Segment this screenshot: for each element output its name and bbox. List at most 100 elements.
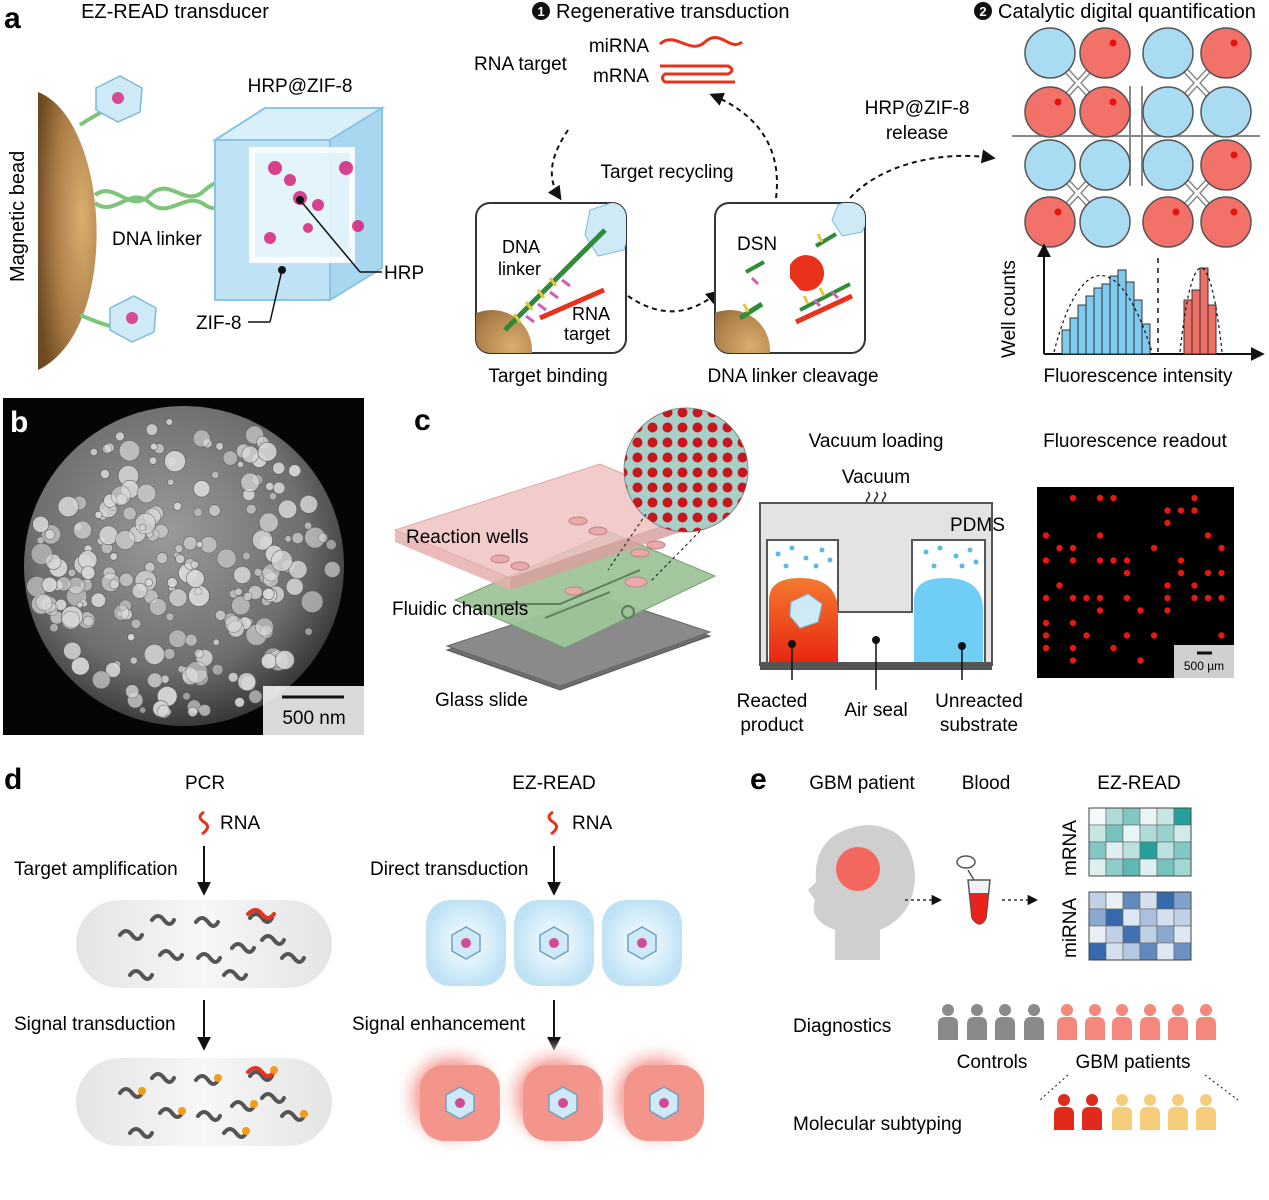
sem-bump	[63, 641, 82, 661]
heat-cell	[1105, 807, 1124, 826]
signal-label-dot	[138, 1087, 146, 1095]
heat-cell	[1088, 841, 1107, 860]
sem-bump	[193, 648, 204, 659]
hist-bar-blue-9	[1133, 299, 1143, 355]
sem-bump	[240, 472, 260, 493]
step2-badge	[974, 2, 992, 20]
sem-bump	[323, 561, 341, 578]
heat-cell	[1105, 841, 1124, 860]
sem-bump	[231, 595, 251, 616]
hist-bar-blue-3	[1085, 295, 1095, 355]
box-rna-label: RNA	[572, 304, 610, 324]
rna-strand-1	[150, 1072, 176, 1084]
heat-cell	[1156, 858, 1175, 877]
heat-cell	[1122, 807, 1141, 826]
sem-bump	[216, 548, 237, 569]
rna-strand-3	[248, 1070, 274, 1082]
target-rna-strand	[246, 1066, 276, 1078]
transducer-cells	[426, 900, 682, 986]
pdms-label: PDMS	[950, 515, 1005, 536]
well-7	[1200, 86, 1252, 138]
well-8	[1024, 139, 1076, 191]
reacted-label-2: product	[740, 715, 804, 736]
pcr-title: PCR	[185, 773, 225, 794]
readout-dot	[1110, 494, 1117, 502]
well-dot	[1230, 208, 1238, 216]
sem-bump	[304, 627, 313, 636]
sem-bump	[166, 577, 178, 588]
sem-bump	[325, 539, 337, 550]
heatmap-mrna	[1088, 807, 1192, 877]
rna-strand-9	[128, 1127, 154, 1139]
signal-label-dot	[242, 1127, 250, 1135]
vacuum-label: Vacuum	[842, 467, 910, 488]
readout-dot	[1177, 557, 1185, 564]
controls-label: Controls	[957, 1052, 1028, 1073]
sem-bump	[183, 536, 198, 551]
fluorescence-intensity-label: Fluorescence intensity	[1043, 366, 1233, 387]
gbm-person-2-body	[1112, 1017, 1132, 1040]
panel-e: e GBM patient Blood EZ-READ mRNA miRNA D…	[750, 763, 1239, 1135]
sem-surface-texture	[26, 418, 341, 719]
subtype-b-person-0-head	[1116, 1094, 1128, 1106]
hrp-label: HRP	[384, 263, 424, 284]
sem-bump	[241, 445, 259, 464]
signal-label-dot	[300, 1110, 308, 1118]
readout-dot	[1204, 532, 1212, 539]
heat-cell	[1122, 824, 1141, 843]
readout-dot	[1123, 557, 1131, 564]
heat-cell	[1156, 841, 1175, 860]
magnetic-bead-label: Magnetic bead	[7, 151, 29, 282]
arrow-to-binding	[547, 129, 569, 201]
heat-cell	[1088, 824, 1107, 843]
heat-cell	[1173, 858, 1192, 877]
signal-label-dot	[214, 1074, 222, 1082]
readout-dot	[1123, 594, 1131, 602]
readout-dot	[1096, 607, 1104, 614]
sem-bump	[245, 503, 257, 515]
hist-bar-blue-1	[1069, 317, 1079, 355]
heat-cell	[1156, 891, 1175, 910]
gbm-person-5-body	[1196, 1017, 1216, 1040]
well-0	[1024, 27, 1076, 79]
sem-bump	[127, 633, 136, 642]
sem-bump	[208, 504, 221, 517]
readout-dot	[1218, 594, 1225, 602]
heat-cell	[1139, 925, 1158, 944]
sem-bump	[211, 470, 220, 479]
sem-bump	[122, 506, 137, 521]
readout-dot	[1150, 632, 1158, 639]
sem-bump	[164, 450, 186, 473]
labeled-rna-container	[76, 1058, 332, 1146]
sem-bump	[115, 529, 136, 550]
readout-dot	[1137, 657, 1144, 664]
sem-scale-box	[263, 686, 364, 735]
subtype-b-person-2-head	[1172, 1094, 1184, 1106]
target-recycling-label: Target recycling	[600, 162, 733, 183]
sem-bump	[150, 442, 158, 451]
sem-bump	[49, 623, 59, 633]
sem-bump	[291, 532, 304, 545]
sem-bump	[194, 587, 203, 596]
heat-cell	[1156, 807, 1175, 826]
sem-bump	[131, 582, 148, 599]
sem-bump	[118, 440, 141, 462]
readout-scale-box	[1174, 645, 1234, 678]
sem-bump	[193, 480, 211, 498]
vacuum-loading-title: Vacuum loading	[809, 431, 944, 452]
readout-dot	[1069, 494, 1077, 502]
target-rna-strand	[246, 908, 276, 920]
hrp-core	[461, 938, 471, 948]
sem-bump	[113, 604, 130, 621]
rna-strand-1	[150, 914, 176, 926]
readout-dot	[1123, 632, 1131, 639]
sem-bump	[212, 638, 220, 646]
zif-label: ZIF-8	[196, 313, 241, 334]
sem-bump	[192, 429, 211, 448]
rna-right-label: RNA	[572, 813, 612, 834]
sem-bump	[125, 684, 140, 699]
well-11	[1200, 139, 1252, 191]
sem-bump	[215, 442, 224, 451]
signal-transduction-label: Signal transduction	[14, 1014, 176, 1035]
gbm-patients-label: GBM patients	[1075, 1052, 1190, 1073]
